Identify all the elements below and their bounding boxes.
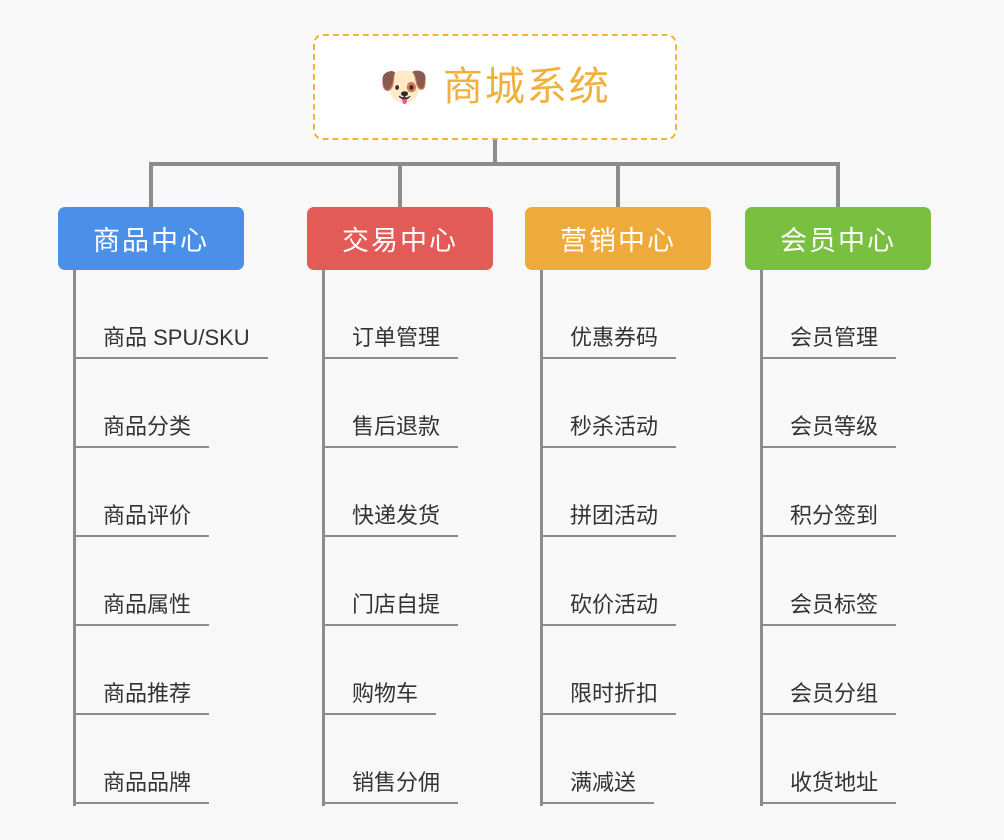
leaf-item-label: 快递发货 [322, 502, 459, 537]
leaf-item[interactable]: 商品品牌 [73, 715, 210, 804]
leaf-item-label: 商品 SPU/SKU [73, 324, 268, 359]
connector-stem [493, 140, 497, 165]
leaf-item[interactable]: 会员管理 [760, 270, 897, 359]
leaf-item-label: 售后退款 [322, 413, 459, 448]
category-header-member-center[interactable]: 会员中心 [745, 207, 931, 270]
leaf-item[interactable]: 积分签到 [760, 448, 897, 537]
leaf-item[interactable]: 销售分佣 [322, 715, 459, 804]
leaf-spine-trade-center [322, 270, 325, 806]
category-header-product-center[interactable]: 商品中心 [58, 207, 244, 270]
leaf-item[interactable]: 拼团活动 [540, 448, 677, 537]
leaf-item[interactable]: 商品推荐 [73, 626, 210, 715]
connector-bus [149, 162, 840, 166]
root-node[interactable]: 🐶 商城系统 [313, 34, 677, 140]
leaf-item[interactable]: 商品 SPU/SKU [73, 270, 268, 359]
leaf-item[interactable]: 快递发货 [322, 448, 459, 537]
leaf-item[interactable]: 售后退款 [322, 359, 459, 448]
leaf-item[interactable]: 会员等级 [760, 359, 897, 448]
leaf-item-label: 销售分佣 [322, 769, 459, 804]
leaf-item[interactable]: 门店自提 [322, 537, 459, 626]
leaf-item-label: 商品评价 [73, 502, 210, 537]
leaf-item[interactable]: 限时折扣 [540, 626, 677, 715]
leaf-item-label: 商品推荐 [73, 680, 210, 715]
leaf-item-label: 商品分类 [73, 413, 210, 448]
leaf-item-label: 优惠券码 [540, 324, 677, 359]
connector-drop-marketing-center [616, 162, 620, 207]
connector-drop-trade-center [398, 162, 402, 207]
leaf-item-label: 会员分组 [760, 680, 897, 715]
leaf-item-label: 收货地址 [760, 769, 897, 804]
leaf-item[interactable]: 会员标签 [760, 537, 897, 626]
category-header-trade-center[interactable]: 交易中心 [307, 207, 493, 270]
leaf-item-label: 拼团活动 [540, 502, 677, 537]
leaf-item[interactable]: 收货地址 [760, 715, 897, 804]
leaf-item-label: 砍价活动 [540, 591, 677, 626]
leaf-item[interactable]: 商品评价 [73, 448, 210, 537]
leaf-spine-member-center [760, 270, 763, 806]
dog-face-icon: 🐶 [379, 65, 429, 109]
leaf-spine-marketing-center [540, 270, 543, 806]
category-title: 营销中心 [560, 226, 676, 256]
category-title: 交易中心 [342, 226, 458, 256]
leaf-item[interactable]: 秒杀活动 [540, 359, 677, 448]
leaf-item-label: 满减送 [540, 769, 655, 804]
leaf-item-label: 订单管理 [322, 324, 459, 359]
category-title: 商品中心 [93, 226, 209, 256]
leaf-item-label: 秒杀活动 [540, 413, 677, 448]
leaf-item[interactable]: 优惠券码 [540, 270, 677, 359]
leaf-item-label: 商品属性 [73, 591, 210, 626]
leaf-item-label: 商品品牌 [73, 769, 210, 804]
connector-drop-product-center [149, 162, 153, 207]
leaf-item-label: 会员管理 [760, 324, 897, 359]
category-title: 会员中心 [780, 226, 896, 256]
leaf-item-label: 购物车 [322, 680, 437, 715]
leaf-item-label: 限时折扣 [540, 680, 677, 715]
leaf-item[interactable]: 购物车 [322, 626, 437, 715]
leaf-item[interactable]: 砍价活动 [540, 537, 677, 626]
leaf-item-label: 积分签到 [760, 502, 897, 537]
leaf-item-label: 门店自提 [322, 591, 459, 626]
leaf-item[interactable]: 会员分组 [760, 626, 897, 715]
category-header-marketing-center[interactable]: 营销中心 [525, 207, 711, 270]
leaf-item-label: 会员等级 [760, 413, 897, 448]
leaf-item[interactable]: 商品分类 [73, 359, 210, 448]
root-title: 商城系统 [442, 65, 611, 109]
leaf-item-label: 会员标签 [760, 591, 897, 626]
leaf-item[interactable]: 商品属性 [73, 537, 210, 626]
leaf-item[interactable]: 满减送 [540, 715, 655, 804]
connector-drop-member-center [836, 162, 840, 207]
leaf-spine-product-center [73, 270, 76, 806]
leaf-item[interactable]: 订单管理 [322, 270, 459, 359]
